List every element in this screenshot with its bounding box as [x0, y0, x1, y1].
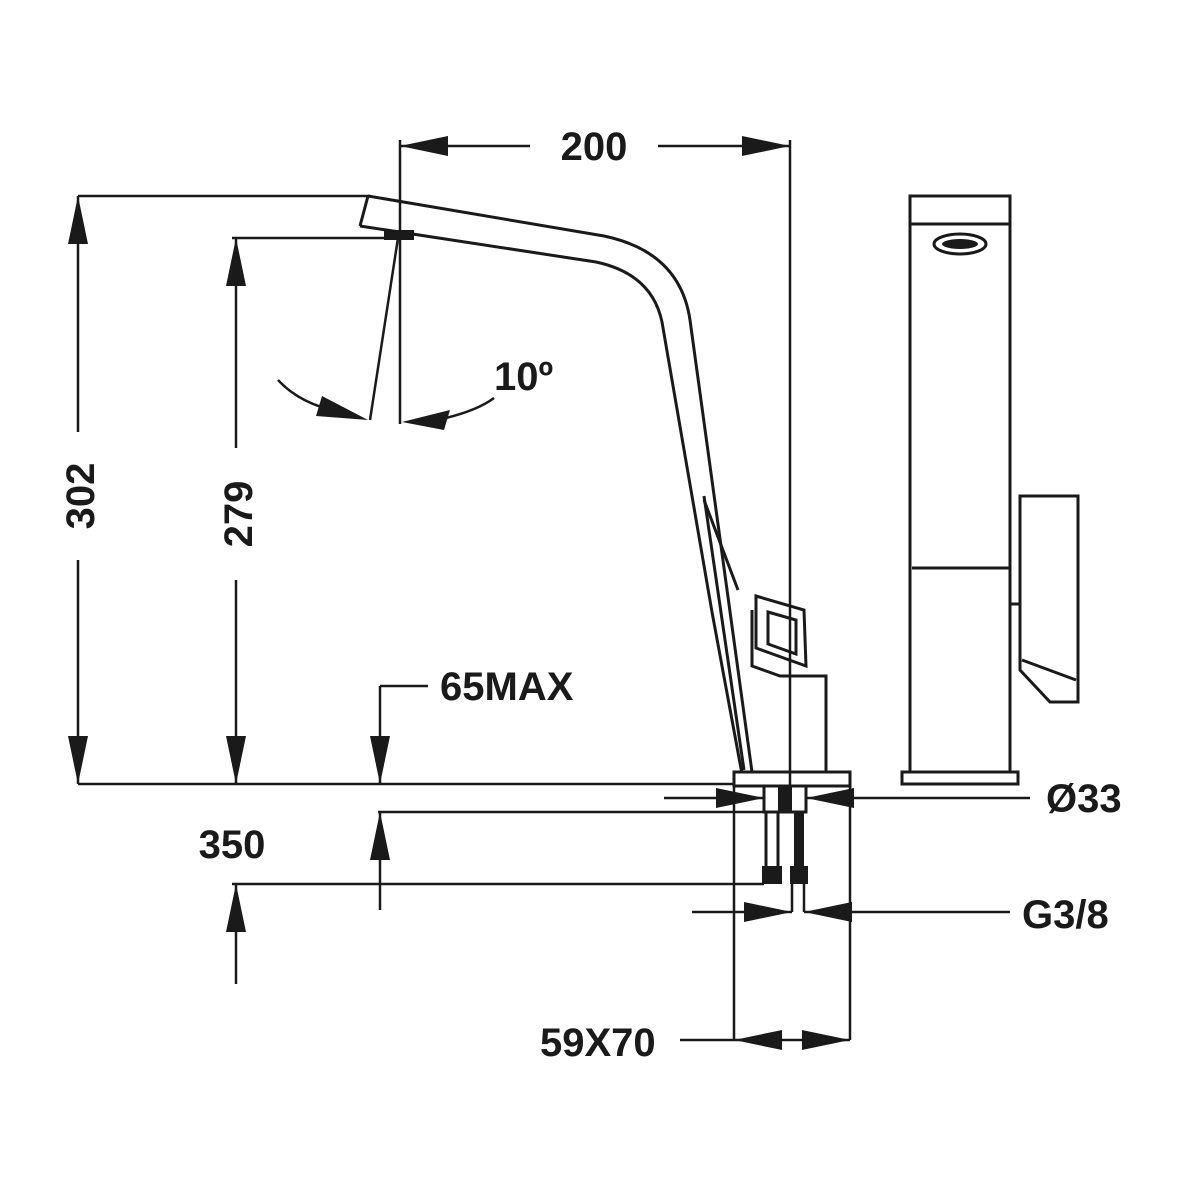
- max-thickness-label: 65MAX: [440, 665, 574, 709]
- arrow-head: [226, 884, 246, 932]
- hose-left-fitting: [762, 866, 782, 884]
- connection-thread-label: G3/8: [1022, 893, 1109, 937]
- faucet-front-view: [900, 194, 1080, 786]
- arrow-head: [806, 788, 854, 808]
- dimension-connection-thread: G3/8: [692, 884, 1109, 937]
- arrow-head: [716, 788, 764, 808]
- front-lever-detail: [1021, 658, 1077, 682]
- front-base-plate: [900, 770, 1020, 786]
- arrow-head: [226, 238, 246, 286]
- arrow-head: [370, 812, 390, 860]
- dimension-max-thickness: 65MAX: [370, 665, 764, 910]
- spout-inner-outline: [359, 224, 744, 775]
- dimension-swivel-angle: 10º: [277, 237, 553, 430]
- angle-arc-right: [445, 396, 495, 420]
- front-body: [908, 194, 1012, 776]
- arrow-head: [734, 1030, 782, 1050]
- hose-length-label: 350: [199, 823, 266, 867]
- dimension-total-height: 302: [59, 194, 734, 786]
- lever-handle: [754, 594, 808, 669]
- swivel-angle-label: 10º: [494, 355, 553, 399]
- base-plate-label: 59X70: [540, 1021, 656, 1065]
- front-aerator: [932, 232, 988, 256]
- hose-left: [764, 810, 780, 876]
- arrow-head: [68, 736, 88, 784]
- front-lever: [1018, 494, 1080, 704]
- arrow-head: [402, 410, 450, 430]
- arrow-head: [226, 736, 246, 784]
- arrow-head: [400, 136, 448, 156]
- body-rear-edge: [702, 495, 746, 771]
- arrow-head: [742, 136, 790, 156]
- dimension-base-plate: 59X70: [540, 786, 852, 1065]
- body-inner-line: [702, 499, 740, 591]
- hose-right-fitting: [790, 866, 808, 884]
- base-plate: [732, 770, 852, 788]
- dimension-spout-height: 279: [217, 236, 384, 784]
- spout-outline: [367, 194, 754, 773]
- arrow-head: [68, 196, 88, 244]
- spout-height-label: 279: [217, 481, 261, 548]
- arrow-head: [804, 902, 852, 922]
- lever-body-joint: [750, 610, 828, 772]
- angle-line: [368, 237, 400, 421]
- lever-handle-inner: [766, 610, 798, 657]
- dimension-spout-reach: 200: [398, 125, 792, 800]
- front-aerator-inner: [942, 239, 978, 249]
- base-diameter-label: Ø33: [1046, 777, 1122, 821]
- arrow-head: [802, 1030, 850, 1050]
- arrow-head: [744, 902, 792, 922]
- total-height-label: 302: [59, 463, 103, 530]
- shank-core: [778, 786, 792, 812]
- dimension-hose-length: 350: [199, 823, 764, 984]
- arrow-head: [316, 396, 368, 420]
- faucet-side-view: [358, 194, 852, 788]
- mounting-shank: [762, 784, 808, 884]
- arrow-head: [370, 736, 390, 784]
- spout-reach-label: 200: [561, 125, 628, 169]
- hose-right: [794, 812, 804, 868]
- dimension-base-diameter: Ø33: [664, 777, 1122, 821]
- spout-tip: [358, 195, 370, 227]
